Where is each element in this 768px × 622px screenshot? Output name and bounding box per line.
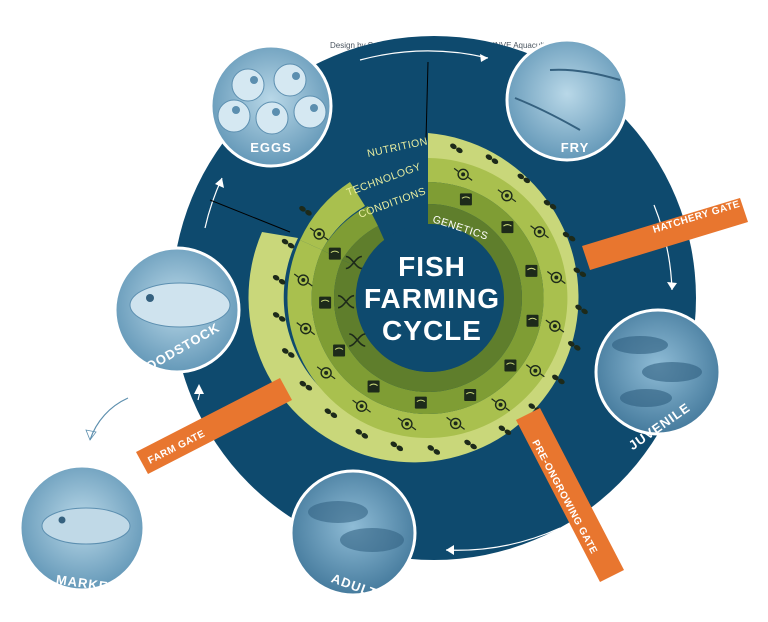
ring-technology-ext (300, 182, 365, 250)
pellet-icon (281, 348, 295, 358)
arrowhead-bottom (446, 545, 454, 555)
tank-icon (459, 193, 472, 206)
ring-genetics-ext (342, 226, 386, 268)
stage-eggs: EGGS (209, 44, 333, 168)
tank-icon (526, 314, 539, 327)
pellet-icon (355, 429, 369, 439)
arrowhead-top (480, 54, 488, 62)
circuit-icon (530, 225, 549, 239)
circuit-icon (309, 227, 329, 241)
fry-illustration (514, 68, 621, 131)
center-disc (356, 224, 504, 372)
center-title-line3: CYCLE (382, 315, 482, 346)
gate-farm-bar (136, 378, 292, 474)
stage-label-eggs: EGGS (250, 140, 292, 155)
ring-icons (272, 143, 588, 455)
tank-icon (414, 396, 427, 409)
dna-icon (349, 333, 366, 347)
divider-top (425, 61, 429, 141)
pellet-icon (562, 231, 576, 242)
flow-arrow-top (359, 50, 489, 61)
tank-icon (504, 359, 517, 372)
fry-photo (505, 38, 629, 162)
divider-left (209, 199, 291, 233)
pellet-icon (543, 199, 557, 210)
broodstock-illustration (129, 282, 231, 328)
pellet-icon (272, 274, 286, 285)
pellet-icon (450, 143, 463, 154)
circuit-icon (397, 417, 417, 431)
center-title-line1: FISH (398, 251, 466, 282)
circuit-icon (545, 319, 565, 333)
pellet-icon (485, 154, 499, 164)
pellet-icon (498, 425, 512, 436)
stage-broodstock: BROODSTOCK (113, 246, 241, 385)
market-arrow-line (89, 397, 129, 441)
tank-icon (525, 264, 538, 277)
circuit-icon (316, 366, 336, 380)
tank-icon (328, 247, 341, 260)
arrowhead-right (667, 282, 677, 290)
ring-conditions-ext (322, 206, 378, 260)
juvenile-illustration (612, 336, 702, 407)
tank-icon (464, 389, 477, 402)
tank-icon (319, 296, 332, 309)
dna-icon (337, 294, 355, 309)
tank-icon (333, 344, 346, 357)
pellet-icon (575, 304, 588, 315)
pellet-icon (464, 439, 477, 450)
circuit-icon (525, 364, 545, 378)
circuit-icon (546, 270, 566, 284)
pellet-icon (568, 341, 581, 351)
market-illustration (41, 507, 131, 545)
pellet-icon (272, 312, 286, 322)
dna-icon (345, 255, 363, 270)
center-title-line2: FARMING (364, 283, 500, 314)
pellet-icon (552, 374, 565, 385)
input-rings (248, 133, 579, 463)
tank-icon (501, 221, 514, 234)
circuit-icon (293, 273, 313, 287)
stage-market: MARKET (18, 464, 146, 595)
stage-adult: ADULT (289, 469, 417, 601)
pellet-icon (517, 173, 531, 184)
stage-fry: FRY (505, 38, 629, 162)
arrowhead-left-lower (194, 384, 204, 394)
circuit-icon (296, 322, 316, 336)
circuit-icon (497, 189, 517, 203)
pellet-icon (324, 408, 338, 418)
eggs-yolks (232, 72, 318, 116)
pellet-icon (281, 238, 295, 249)
circuit-icon (453, 167, 473, 181)
pellet-icon (299, 206, 312, 216)
circuit-icon (352, 399, 371, 413)
flow-arrow-bottom (445, 527, 561, 551)
market-arrow (89, 397, 129, 441)
pellet-icon (299, 380, 313, 391)
circuit-icon (491, 398, 510, 412)
adult-illustration (308, 501, 404, 552)
stage-juvenile: JUVENILE (594, 308, 722, 453)
arrowhead-left-upper (215, 178, 224, 188)
tank-icon (367, 380, 380, 393)
circuit-icon (446, 416, 465, 430)
gate-hatchery-bar (582, 198, 748, 270)
gate-pre-ongrowing-bar (516, 408, 624, 582)
pellet-icon (427, 445, 441, 455)
pellet-icon (390, 441, 404, 452)
stage-label-fry: FRY (561, 140, 590, 155)
pellet-icon (573, 267, 587, 278)
